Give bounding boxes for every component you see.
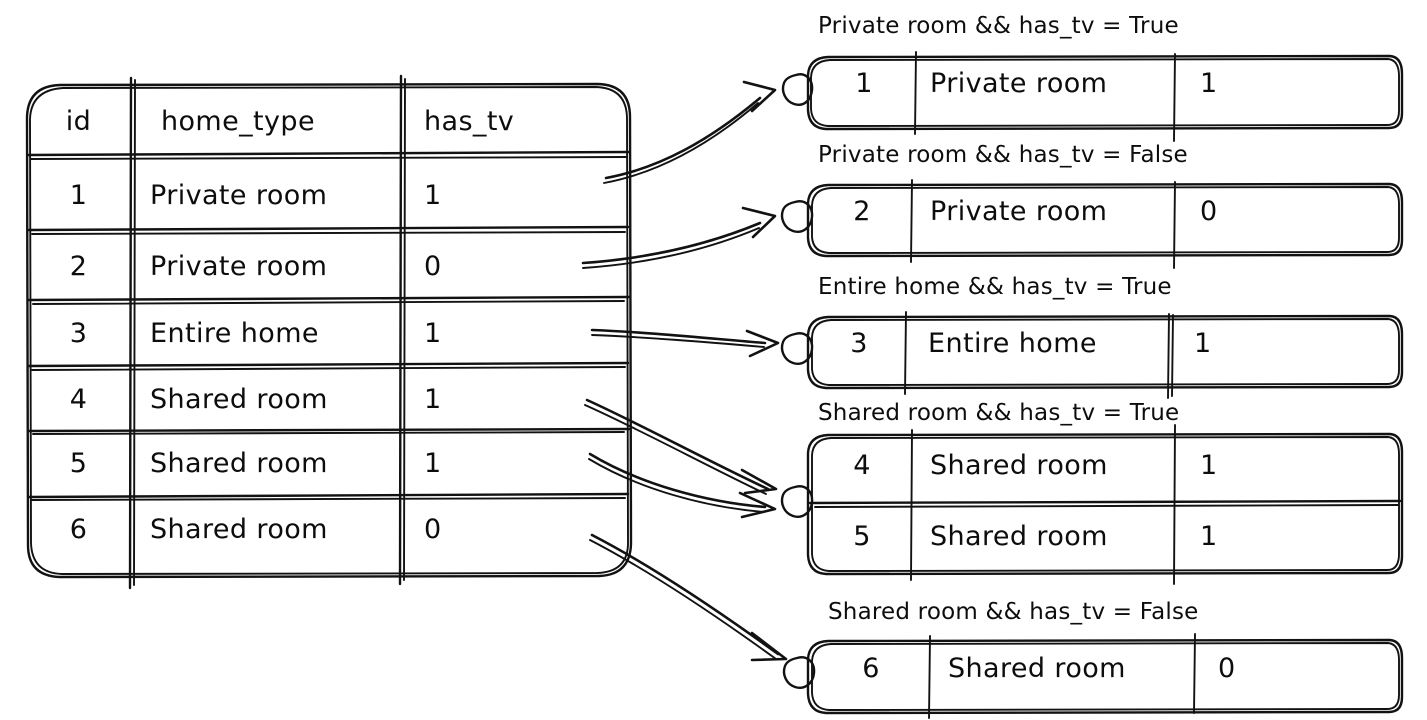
- source-table-header-home-type: home_type: [161, 106, 315, 137]
- arrow-row5-to-group4: [588, 452, 777, 519]
- table-row-4-id: 4: [69, 384, 88, 415]
- table-row-5-id: 5: [69, 448, 88, 479]
- group-2-row-1-home-type: Private room: [930, 196, 1108, 227]
- group-box-1: [806, 51, 1404, 142]
- group-2-row-1-has-tv: 0: [1200, 196, 1218, 227]
- group-4-row-2-home-type: Shared room: [930, 521, 1108, 552]
- group-5-row-1-id: 6: [862, 653, 880, 684]
- connector-circle-group-3: [780, 332, 814, 365]
- group-4-label: Shared room && has_tv = True: [818, 400, 1180, 426]
- group-box-4: [806, 424, 1404, 585]
- group-5-row-1-home-type: Shared room: [948, 653, 1126, 684]
- group-4-row-1-id: 4: [853, 450, 871, 481]
- table-row-1-home-type: Private room: [150, 180, 328, 211]
- arrow-row6-to-group5: [589, 533, 788, 662]
- table-row-5-home-type: Shared room: [150, 448, 328, 479]
- connector-circle-group-5: [782, 656, 816, 689]
- arrow-row4-to-group4: [584, 398, 778, 495]
- group-box-2: [806, 179, 1404, 269]
- table-row-6-has-tv: 0: [424, 514, 442, 545]
- group-box-3: [806, 311, 1404, 399]
- group-4-row-1-home-type: Shared room: [930, 450, 1108, 481]
- table-row-2-has-tv: 0: [424, 251, 442, 282]
- source-table-outline: [25, 82, 633, 579]
- table-row-1-has-tv: 1: [424, 180, 442, 211]
- table-row-6-id: 6: [69, 514, 88, 545]
- table-row-3-home-type: Entire home: [150, 318, 319, 349]
- table-row-5-has-tv: 1: [424, 448, 442, 479]
- table-row-2-id: 2: [69, 251, 88, 282]
- group-5-label: Shared room && has_tv = False: [828, 599, 1199, 625]
- table-row-1-id: 1: [69, 180, 88, 211]
- group-1-row-1-id: 1: [855, 68, 873, 99]
- group-4-row-2-id: 5: [853, 521, 871, 552]
- group-3-row-1-id: 3: [850, 328, 868, 359]
- arrow-row1-to-group1: [603, 80, 777, 184]
- connector-circle-group-2: [780, 200, 814, 233]
- group-1-row-1-has-tv: 1: [1200, 68, 1218, 99]
- group-5-row-1-has-tv: 0: [1218, 653, 1236, 684]
- source-table-column-dividers: [128, 74, 406, 590]
- group-3-label: Entire home && has_tv = True: [818, 274, 1172, 300]
- table-row-4-home-type: Shared room: [150, 384, 328, 415]
- group-3-row-1-home-type: Entire home: [928, 328, 1097, 359]
- table-row-4-has-tv: 1: [424, 384, 442, 415]
- group-4-row-1-has-tv: 1: [1200, 450, 1218, 481]
- arrow-row2-to-group2: [581, 206, 777, 269]
- table-row-2-home-type: Private room: [150, 251, 328, 282]
- connector-circle-group-4: [780, 485, 814, 518]
- source-table-header-id: id: [65, 106, 92, 137]
- source-table-row-dividers: [26, 150, 631, 501]
- group-2-row-1-id: 2: [853, 196, 871, 227]
- arrow-row3-to-group3: [590, 328, 780, 358]
- group-box-5: [806, 633, 1404, 719]
- connector-circle-group-1: [781, 73, 814, 106]
- source-table-header-has-tv: has_tv: [424, 106, 515, 137]
- group-4-row-2-has-tv: 1: [1200, 521, 1218, 552]
- group-1-label: Private room && has_tv = True: [818, 13, 1179, 39]
- group-1-row-1-home-type: Private room: [930, 68, 1108, 99]
- table-row-6-home-type: Shared room: [150, 514, 328, 545]
- table-row-3-id: 3: [69, 318, 88, 349]
- group-3-row-1-has-tv: 1: [1194, 328, 1212, 359]
- group-2-label: Private room && has_tv = False: [818, 142, 1188, 168]
- table-row-3-has-tv: 1: [424, 318, 442, 349]
